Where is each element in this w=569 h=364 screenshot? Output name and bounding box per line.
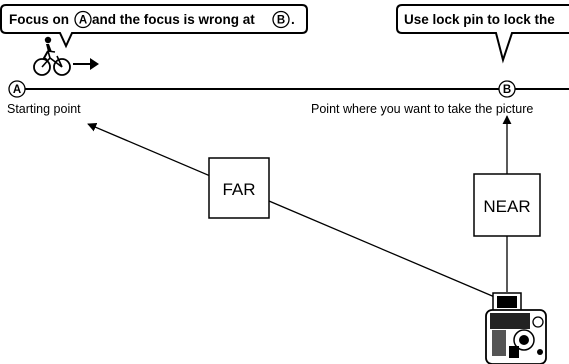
right-arrow-icon — [73, 58, 99, 70]
point-b-label: Point where you want to take the picture — [311, 102, 533, 116]
left-callout-prefix: Focus on — [9, 12, 69, 27]
right-callout-text: Use lock pin to lock the — [404, 12, 555, 27]
point-a-marker-circle — [8, 80, 26, 98]
camera-icon — [485, 292, 547, 364]
left-callout: Focus on A and the focus is wrong at B . — [0, 4, 308, 49]
near-box: NEAR — [473, 173, 541, 237]
left-callout-marker-a-circle — [74, 10, 92, 29]
left-callout-text: Focus on — [9, 12, 69, 27]
left-callout-middle: and the focus is wrong at — [92, 12, 255, 27]
left-callout-marker-a: A — [79, 15, 87, 27]
right-callout: Use lock pin to lock the — [396, 4, 569, 64]
point-a-label: Starting point — [7, 102, 81, 116]
right-callout-bubble — [396, 4, 569, 64]
point-b-marker-circle — [498, 80, 516, 98]
far-arrow — [87, 123, 498, 299]
point-b-marker: B — [503, 84, 511, 96]
point-a-marker: A — [13, 84, 21, 96]
left-callout-marker-b: B — [277, 15, 285, 27]
point-a: A Starting point — [7, 80, 81, 116]
left-callout-suffix: . — [291, 12, 295, 27]
cyclist-icon — [33, 36, 71, 76]
left-callout-marker-b-circle — [272, 10, 290, 29]
point-b: B Point where you want to take the pictu… — [311, 80, 533, 116]
far-label: FAR — [222, 180, 255, 199]
far-box: FAR — [208, 157, 270, 219]
near-label: NEAR — [483, 197, 530, 216]
